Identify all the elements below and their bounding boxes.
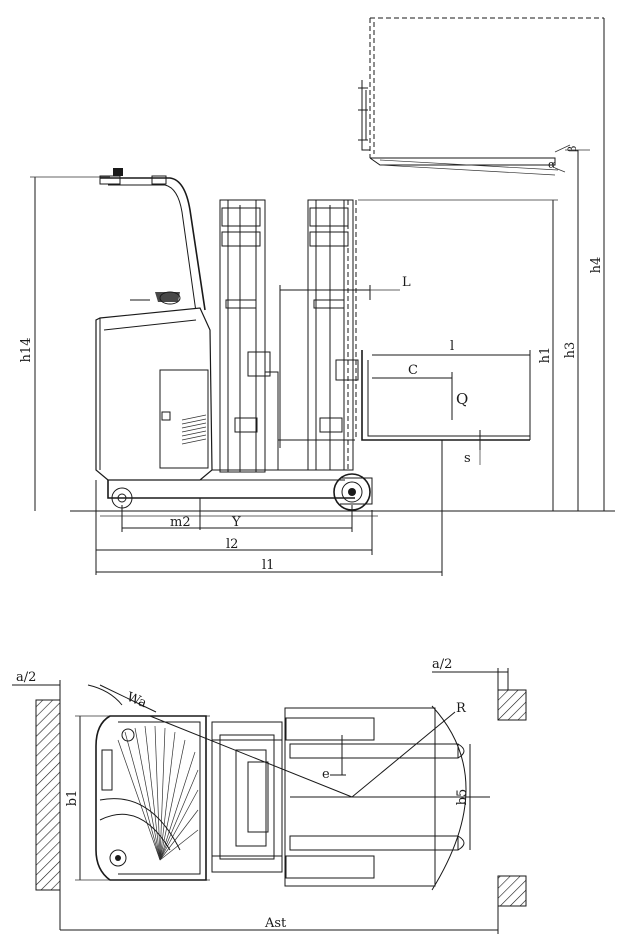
right-wall-top	[497, 689, 527, 721]
side-view	[30, 17, 615, 576]
label-a2-right: a/2	[432, 657, 452, 672]
label-b1: b1	[65, 790, 80, 807]
label-l2: l2	[226, 537, 238, 552]
fork-top	[284, 705, 467, 891]
label-Wa: Wa	[125, 690, 149, 711]
load-wheel	[333, 473, 373, 511]
truck-body-top	[95, 715, 207, 881]
label-s: s	[464, 451, 471, 466]
label-l: l	[450, 339, 454, 354]
label-b5: b5	[455, 789, 470, 806]
mast-lowered	[219, 199, 355, 473]
label-Y: Y	[231, 515, 241, 530]
label-a2-left: a/2	[16, 670, 36, 685]
label-m2: m2	[170, 515, 191, 530]
label-h3: h3	[563, 342, 578, 359]
mast-top	[211, 721, 283, 873]
fork-reached	[361, 350, 530, 450]
label-h14: h14	[19, 338, 34, 363]
label-alpha: α	[548, 158, 556, 171]
label-e: e	[322, 767, 330, 782]
raised-fork-outline	[358, 17, 604, 176]
label-Ast: Ast	[264, 916, 287, 931]
label-Q: Q	[456, 390, 468, 408]
left-wall	[35, 699, 61, 891]
label-h4: h4	[589, 257, 604, 274]
operator-floor-pattern	[99, 725, 199, 861]
label-C: C	[408, 363, 418, 378]
truck-chassis	[95, 168, 355, 509]
label-L: L	[402, 275, 411, 290]
mast-reached	[307, 199, 359, 471]
top-view	[12, 668, 527, 934]
vent-grille	[181, 414, 207, 445]
right-wall-bottom	[497, 875, 527, 907]
label-R: R	[456, 701, 467, 716]
label-h1: h1	[538, 347, 553, 364]
label-beta: β	[566, 146, 579, 152]
label-l1: l1	[262, 558, 274, 573]
